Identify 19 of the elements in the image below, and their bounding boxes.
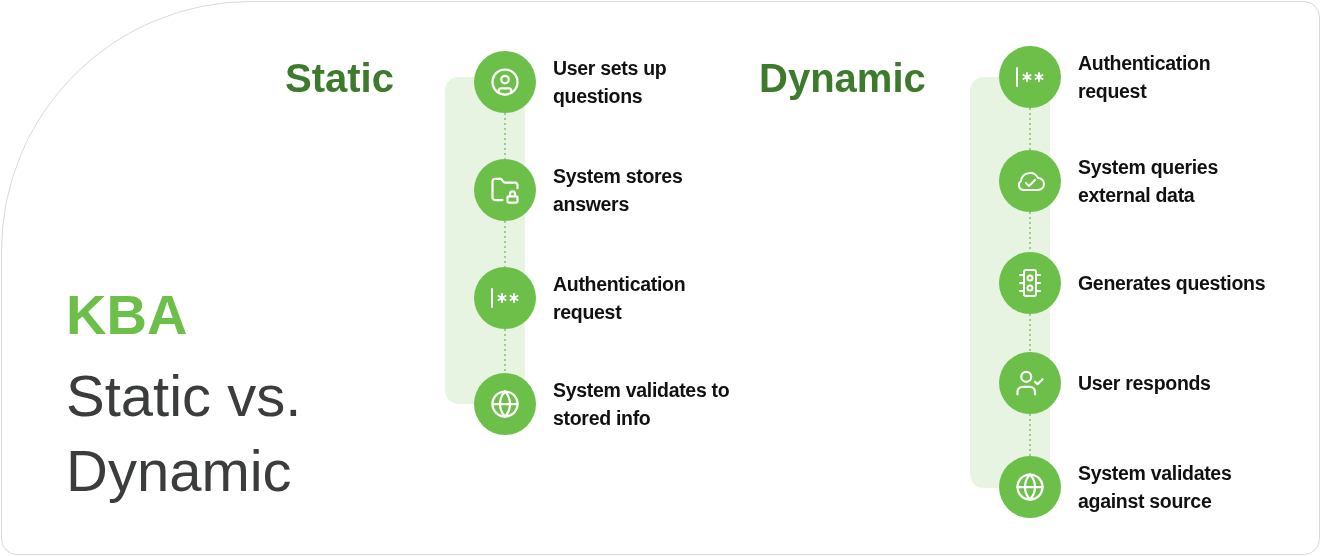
connector-line [504, 328, 506, 374]
subtitle-text: Static vs. Dynamic [66, 362, 303, 505]
section-heading: Static [285, 56, 394, 101]
step-label: System queries external data [1078, 155, 1219, 208]
connector-line [1029, 107, 1031, 151]
connector-line [1029, 413, 1031, 457]
step-label: Generates questions [1078, 271, 1267, 296]
step-label: Authentication request [553, 272, 687, 325]
connector-line [504, 220, 506, 268]
step-label: User sets up questions [553, 56, 668, 109]
step-label: System validates to stored info [553, 378, 731, 431]
step-label: User responds [1078, 371, 1212, 396]
step-label: System stores answers [553, 164, 684, 217]
connector-line [504, 112, 506, 160]
step-label: System validates against source [1078, 461, 1233, 514]
step-label: Authentication request [1078, 51, 1212, 104]
title-text: KBA [66, 282, 188, 347]
connector-line [1029, 313, 1031, 353]
section-heading: Dynamic [759, 56, 926, 101]
